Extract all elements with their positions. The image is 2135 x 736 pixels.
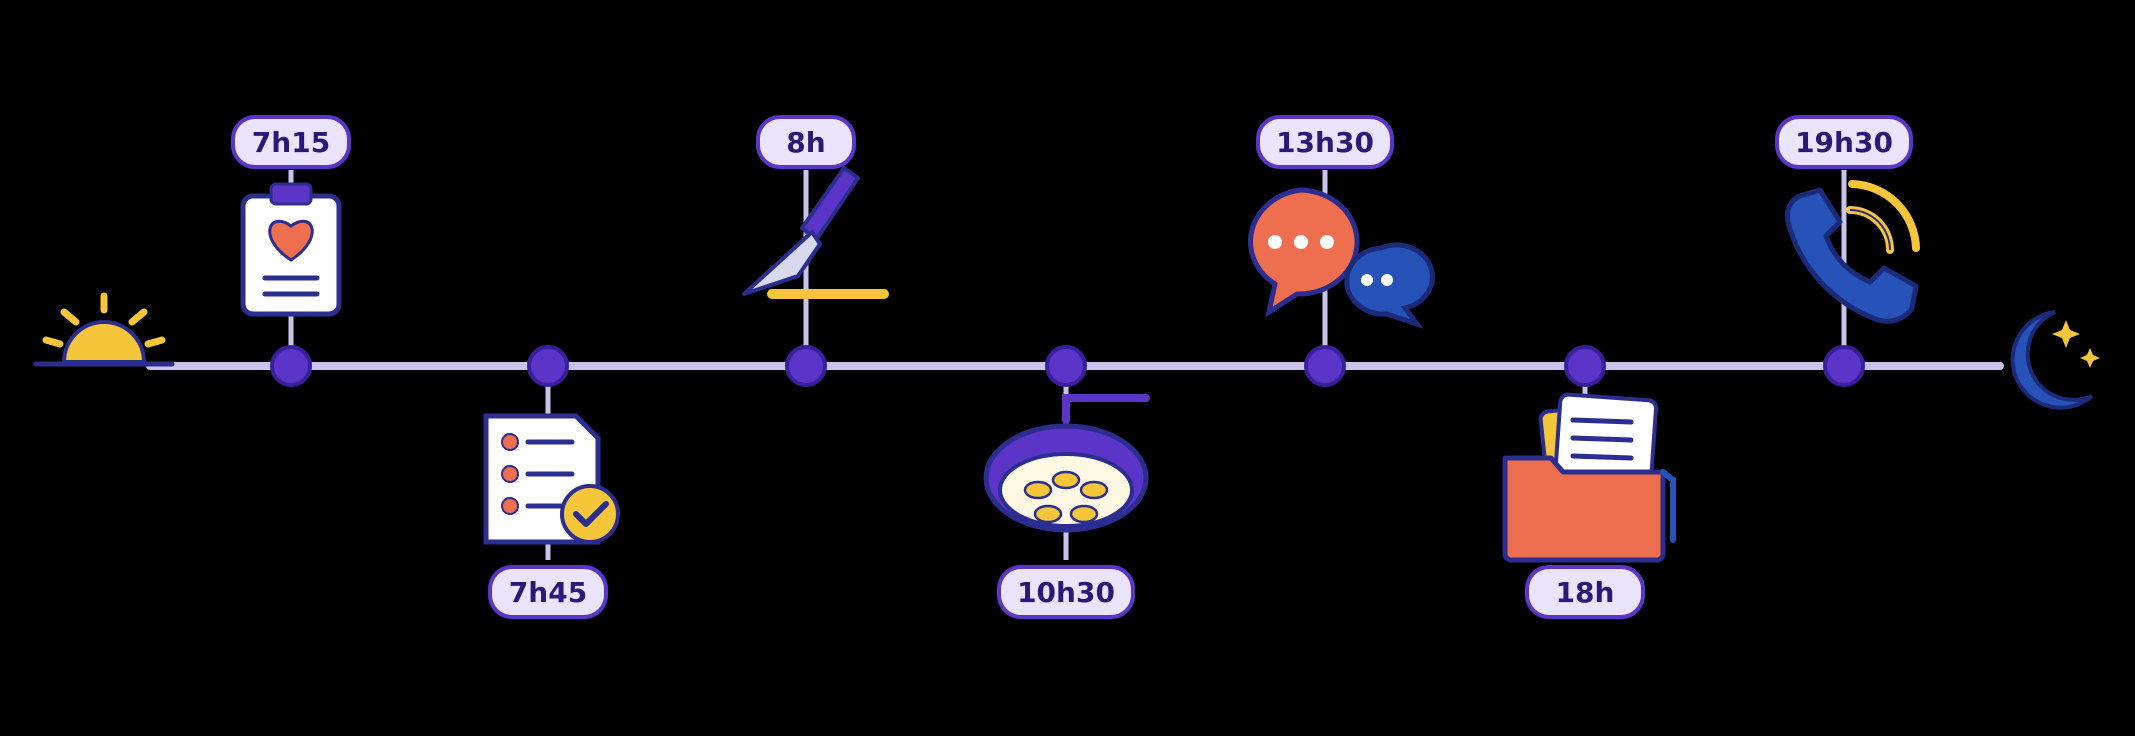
time-label-pill xyxy=(1775,115,1913,169)
time-label-pill xyxy=(997,565,1135,619)
time-label: 13h30 xyxy=(1276,126,1374,159)
timeline-node xyxy=(1045,345,1087,387)
time-label-pill xyxy=(1525,565,1645,619)
phone-call-icon xyxy=(1785,180,1920,324)
chat-bubbles-icon xyxy=(1248,187,1435,329)
moon-icon xyxy=(2010,310,2100,410)
time-label: 10h30 xyxy=(1017,576,1115,609)
timeline-event: 18h xyxy=(1502,345,1676,619)
timeline-node xyxy=(527,345,569,387)
timeline-event: 10h30 xyxy=(983,345,1150,619)
timeline-event: 19h30 xyxy=(1775,115,1920,387)
timeline-event: 8h xyxy=(742,115,889,387)
checklist-icon xyxy=(483,413,620,545)
scalpel-icon xyxy=(742,166,889,299)
time-label-pill xyxy=(488,565,608,619)
time-label: 18h xyxy=(1556,576,1615,609)
time-label: 7h15 xyxy=(252,126,330,159)
timeline-event: 7h45 xyxy=(483,345,620,619)
time-label: 7h45 xyxy=(509,576,587,609)
surgical-lamp-icon xyxy=(983,394,1150,533)
timeline-node xyxy=(1304,345,1346,387)
sunrise-icon xyxy=(33,292,175,367)
timeline-event: 7h15 xyxy=(231,115,351,387)
clipboard-heart-icon xyxy=(240,182,342,317)
timeline-node xyxy=(785,345,827,387)
timeline-node xyxy=(1564,345,1606,387)
time-label-pill xyxy=(231,115,351,169)
time-label: 8h xyxy=(786,126,825,159)
timeline-node xyxy=(270,345,312,387)
folder-documents-icon xyxy=(1502,392,1676,563)
time-label-pill xyxy=(1256,115,1394,169)
timeline-event: 13h30 xyxy=(1248,115,1435,387)
time-label-pill xyxy=(756,115,856,169)
time-label: 19h30 xyxy=(1795,126,1893,159)
timeline-node xyxy=(1823,345,1865,387)
